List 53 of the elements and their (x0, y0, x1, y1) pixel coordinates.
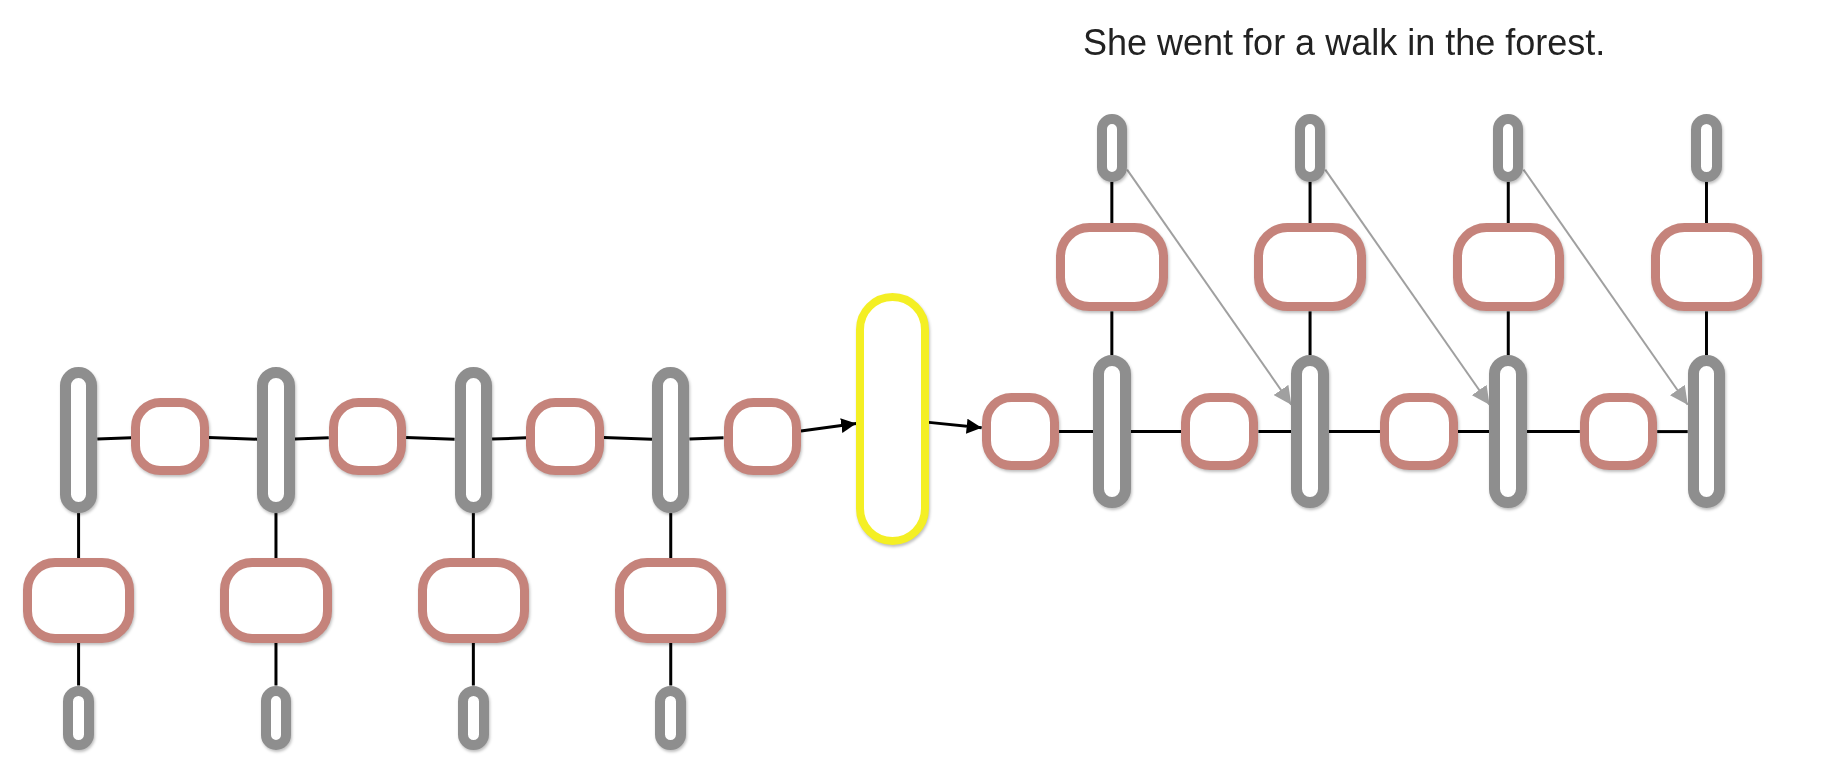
connector-line (1059, 430, 1094, 434)
capsule-shape (655, 685, 686, 750)
arrow (800, 418, 857, 434)
connector-line (1308, 181, 1312, 224)
arrow (1324, 168, 1491, 406)
capsule-shape (454, 366, 493, 514)
connector-line (1130, 430, 1182, 434)
connector-line (1457, 430, 1490, 434)
connector-line (97, 436, 132, 441)
connector-line (208, 436, 258, 441)
connector-line (1657, 430, 1688, 434)
connector-line (669, 642, 673, 686)
connector-line (1308, 311, 1312, 356)
capsule-shape (1493, 113, 1524, 182)
connector-line (689, 436, 724, 441)
connector-line (294, 436, 329, 441)
capsule-shape (1489, 355, 1527, 508)
connector-line (492, 436, 527, 441)
connector-line (1110, 181, 1114, 224)
capsule-shape (260, 685, 292, 750)
connector-line (1704, 311, 1708, 356)
arrow (1126, 168, 1293, 406)
capsule-shape (1096, 113, 1128, 182)
connector-line (669, 513, 673, 559)
connector-line (1110, 311, 1114, 356)
connector-line (406, 436, 455, 441)
connector-line (1704, 181, 1708, 224)
connector-line (1258, 430, 1292, 434)
capsule-shape (856, 292, 929, 545)
arrow (1522, 168, 1689, 406)
connector-line (274, 513, 278, 559)
connector-line (471, 642, 475, 686)
connector-line (1506, 181, 1510, 224)
capsule-shape (1291, 355, 1329, 508)
sentence-text: She went for a walk in the forest. (1083, 22, 1606, 64)
connector-line (77, 513, 81, 559)
capsule-shape (1687, 355, 1726, 508)
arrow (928, 418, 982, 434)
capsule-shape (458, 685, 489, 750)
capsule-shape (63, 685, 94, 750)
connector-line (1328, 430, 1381, 434)
capsule-shape (1294, 113, 1326, 182)
connector-line (603, 436, 653, 441)
capsule-shape (257, 366, 295, 514)
capsule-shape (1691, 113, 1722, 182)
connector-line (274, 642, 278, 686)
connector-line (1527, 430, 1580, 434)
capsule-shape (1093, 355, 1131, 508)
connector-line (471, 513, 475, 559)
capsule-shape (59, 366, 98, 514)
connector-line (77, 642, 81, 686)
capsule-shape (651, 366, 690, 514)
connector-line (1506, 311, 1510, 356)
